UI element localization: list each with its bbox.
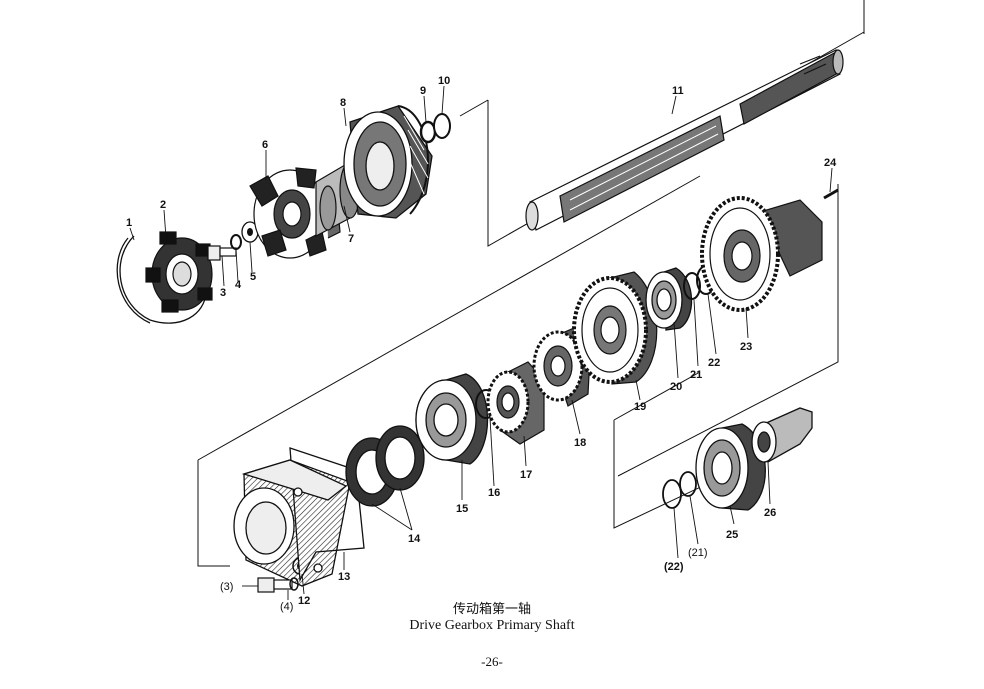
callout-8: 8 [340,97,346,109]
part-23-gear-with-pinion [700,196,823,312]
callout-17: 17 [520,469,532,481]
part-13-bearing-housing [233,447,365,587]
callout-19: 19 [634,401,646,413]
part-3b-bolt [257,577,293,593]
page-number: -26- [481,654,503,669]
part-19-large-gear [572,271,658,385]
part-24-key [823,188,839,200]
callout-16: 16 [488,487,500,499]
part-17-gear [486,361,545,445]
part-15-ball-bearing [415,373,489,465]
part-25-ball-bearing [695,423,766,511]
part-10-washer [433,113,451,139]
part-8-clutch-drum [343,105,433,219]
callout-4: 4 [235,279,242,291]
callout-22b: (22) [664,561,684,573]
callout-21: 21 [690,369,702,381]
part-2-coupling-star [145,231,213,313]
part-9-ring [419,120,437,144]
callout-21b: (21) [688,547,708,559]
callout-13: 13 [338,571,350,583]
diagram-title-chinese: 传动箱第一轴 [452,602,531,617]
part-14-bearing-pair [345,425,425,507]
callout-12: 12 [298,595,310,607]
callout-22: 22 [708,357,720,369]
callout-10: 10 [438,75,450,87]
callout-3: 3 [220,287,226,299]
part-6-coupling-flange [249,167,341,259]
callout-26: 26 [764,507,776,519]
callout-6: 6 [262,139,268,151]
callout-20: 20 [670,381,682,393]
callout-24: 24 [824,157,837,169]
callout-23: 23 [740,341,752,353]
callout-14: 14 [408,533,421,545]
diagram-title-english: Drive Gearbox Primary Shaft [409,618,575,633]
callout-9: 9 [420,85,426,97]
part-1-snap-ring [116,235,207,324]
part-22b-snap-ring [662,479,682,509]
callout-11: 11 [672,85,684,97]
callout-4b: (4) [280,601,293,613]
part-4-lock-washer [230,234,242,250]
callout-7: 7 [348,233,354,245]
part-26-sleeve [751,407,813,464]
callout-15: 15 [456,503,468,515]
callout-18: 18 [574,437,586,449]
part-11-splined-shaft [525,49,844,231]
part-21-snap-ring [683,272,701,300]
callout-labels: 1 2 3 4 5 6 7 8 9 10 11 12 13 14 15 16 1… [126,75,837,613]
part-21b-snap-ring [679,471,697,497]
callout-5: 5 [250,271,256,283]
part-20-ball-bearing [645,267,693,331]
leader-lines [129,85,833,600]
callout-1: 1 [126,217,132,229]
callout-2: 2 [160,199,166,211]
part-4b-washer [289,577,299,591]
callout-3b: (3) [220,581,233,593]
callout-25: 25 [726,529,738,541]
